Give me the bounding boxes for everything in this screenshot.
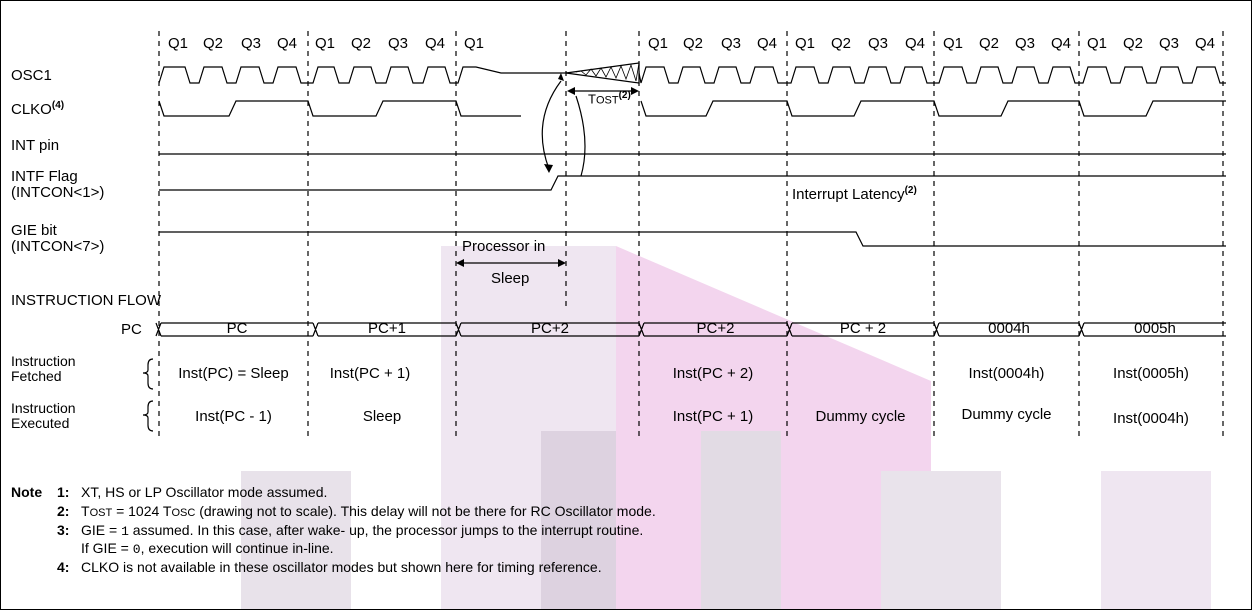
q-label: Q4: [757, 35, 778, 52]
fetched-label-l1: Instruction: [11, 353, 76, 369]
osc1-label: OSC1: [11, 67, 52, 84]
pc-value: PC+1: [368, 320, 406, 337]
executed-instruction: Inst(PC + 1): [672, 408, 754, 425]
note-number: 4:: [57, 559, 70, 575]
processor-in-label: Processor in: [462, 238, 546, 255]
q-label: Q2: [683, 35, 704, 52]
tost-label: TOST(2): [588, 90, 631, 107]
osc1-waveform: [158, 66, 1226, 84]
note-number: 1:: [57, 484, 70, 500]
q-label: Q2: [831, 35, 852, 52]
q-label: Q3: [868, 35, 889, 52]
q-label: Q3: [241, 35, 262, 52]
q-label: Q3: [1159, 35, 1180, 52]
fetched-label-l2: Fetched: [11, 368, 62, 384]
note-number: 3:: [57, 522, 70, 538]
clko-label: CLKO(4): [11, 100, 65, 118]
fetched-instruction: Inst(0005h): [1113, 365, 1189, 382]
q-label: Q1: [1087, 35, 1108, 52]
gie-bit-register: (INTCON<7>): [11, 238, 105, 255]
note-4: CLKO is not available in these oscillato…: [81, 559, 602, 575]
fetched-instruction: Inst(PC + 2): [672, 365, 754, 382]
executed-instruction: Inst(PC - 1): [195, 408, 272, 425]
sleep-label: Sleep: [491, 270, 530, 287]
q-label: Q1: [315, 35, 336, 52]
executed-instruction: Sleep: [362, 408, 402, 425]
note-number: 2:: [57, 503, 70, 519]
fetched-instruction: Inst(PC + 1): [329, 365, 411, 382]
wake-arrow: [541, 80, 562, 170]
q-label: Q2: [351, 35, 372, 52]
gie-bit-waveform: [159, 231, 1226, 247]
pc-bus-waveform: [155, 322, 1226, 337]
pc-value: PC+2: [696, 320, 735, 337]
pc-value: 0004h: [988, 320, 1030, 337]
note-3-line-2: If GIE = 0, execution will continue in-l…: [81, 540, 334, 557]
osc-startup-ramp: [565, 62, 640, 84]
interrupt-latency-label: Interrupt Latency(2): [792, 185, 917, 203]
gie-bit-label: GIE bit: [11, 222, 57, 239]
q-label: Q2: [979, 35, 1000, 52]
q-label: Q3: [1015, 35, 1036, 52]
q-label: Q2: [1123, 35, 1144, 52]
notes-heading: Note: [11, 484, 43, 500]
q-label: Q1: [795, 35, 816, 52]
pc-label: PC: [121, 321, 142, 338]
pc-value: PC+2: [531, 320, 569, 337]
executed-instruction: Inst(0004h): [1113, 410, 1189, 427]
q-label: Q1: [648, 35, 669, 52]
pc-value: 0005h: [1134, 320, 1176, 337]
intf-flag-label: INTF Flag: [11, 168, 78, 185]
cycle-separators: [158, 31, 1224, 441]
q-label: Q4: [1195, 35, 1216, 52]
executed-instruction: Dummy cycle: [815, 408, 906, 425]
q-label: Q4: [905, 35, 926, 52]
q-label: Q4: [277, 35, 298, 52]
executed-brace: [142, 400, 154, 432]
q-label: Q1: [168, 35, 189, 52]
q-label: Q1: [943, 35, 964, 52]
pc-value: PC: [226, 320, 248, 337]
q-label: Q3: [388, 35, 409, 52]
fetched-brace: [142, 358, 154, 390]
q-label: Q3: [721, 35, 742, 52]
note-3: GIE = 1 assumed. In this case, after wak…: [81, 522, 644, 539]
instruction-flow-label: INSTRUCTION FLOW: [11, 292, 161, 309]
intf-flag-waveform: [159, 175, 1226, 191]
note-1: XT, HS or LP Oscillator mode assumed.: [81, 484, 328, 500]
q-label: Q2: [203, 35, 224, 52]
clko-waveform: [158, 100, 1226, 117]
note-2: TOST = 1024 TOSC (drawing not to scale).…: [81, 503, 656, 519]
executed-label-l2: Executed: [11, 415, 70, 431]
fetched-instruction: Inst(PC) = Sleep: [178, 365, 289, 382]
fetched-instruction: Inst(0004h): [968, 365, 1045, 382]
pc-value: PC + 2: [839, 320, 887, 337]
executed-label-l1: Instruction: [11, 400, 76, 416]
executed-instruction: Dummy cycle: [961, 406, 1052, 423]
q-label: Q1: [464, 35, 485, 52]
int-pin-label: INT pin: [11, 137, 60, 154]
intf-flag-register: (INTCON<1>): [11, 184, 105, 201]
q-label: Q4: [425, 35, 446, 52]
q-label: Q4: [1051, 35, 1072, 52]
